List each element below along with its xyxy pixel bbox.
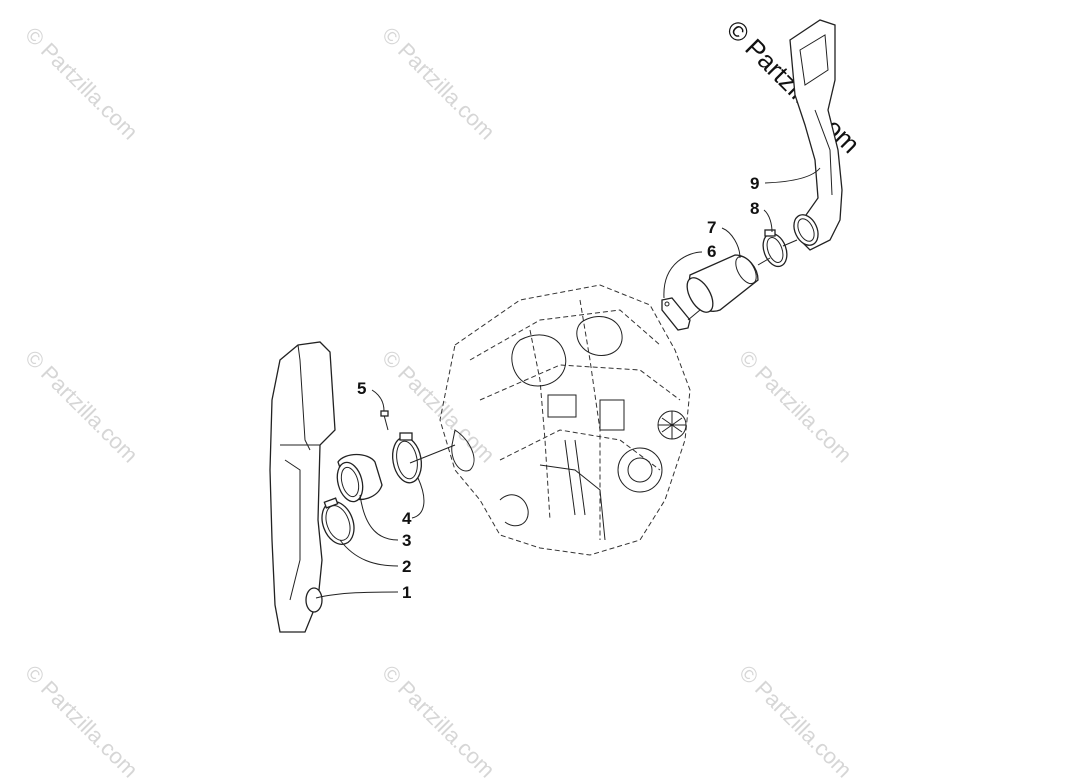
callout-7: 7 [707, 218, 716, 237]
callout-1: 1 [402, 583, 411, 602]
leader-7 [721, 227, 741, 259]
part-7-boot [686, 254, 759, 313]
part-5-screw [380, 410, 389, 431]
leader-1 [315, 591, 399, 599]
leader-6 [663, 251, 703, 299]
leader-4 [411, 477, 425, 519]
leader-5 [371, 389, 385, 412]
part-4-clamp [391, 432, 423, 484]
engine-outline [439, 284, 691, 556]
parts-diagram: 1 2 3 4 5 6 7 8 9 [269, 19, 843, 633]
diagram-stage: © Partzilla.com © Partzilla.com © Partzi… [20, 14, 866, 783]
part-2-clamp [321, 497, 355, 545]
leader-2 [339, 539, 399, 567]
part-1-intake-duct [269, 341, 336, 633]
watermark: © Partzilla.com [20, 660, 143, 783]
leader-3 [359, 494, 399, 541]
callout-9: 9 [750, 174, 759, 193]
callout-5: 5 [357, 379, 366, 398]
callout-6: 6 [707, 242, 716, 261]
part-8-clamp [762, 229, 788, 268]
leader-9 [764, 167, 821, 184]
watermark: © Partzilla.com [377, 660, 500, 783]
part-9-duct [789, 19, 843, 251]
callout-8: 8 [750, 199, 759, 218]
watermark: © Partzilla.com [734, 660, 857, 783]
part-3-boot [336, 453, 383, 503]
callout-3: 3 [402, 531, 411, 550]
callout-2: 2 [402, 557, 411, 576]
callout-4: 4 [402, 509, 412, 528]
part-6-flange [661, 297, 691, 331]
leader-8 [763, 209, 773, 233]
